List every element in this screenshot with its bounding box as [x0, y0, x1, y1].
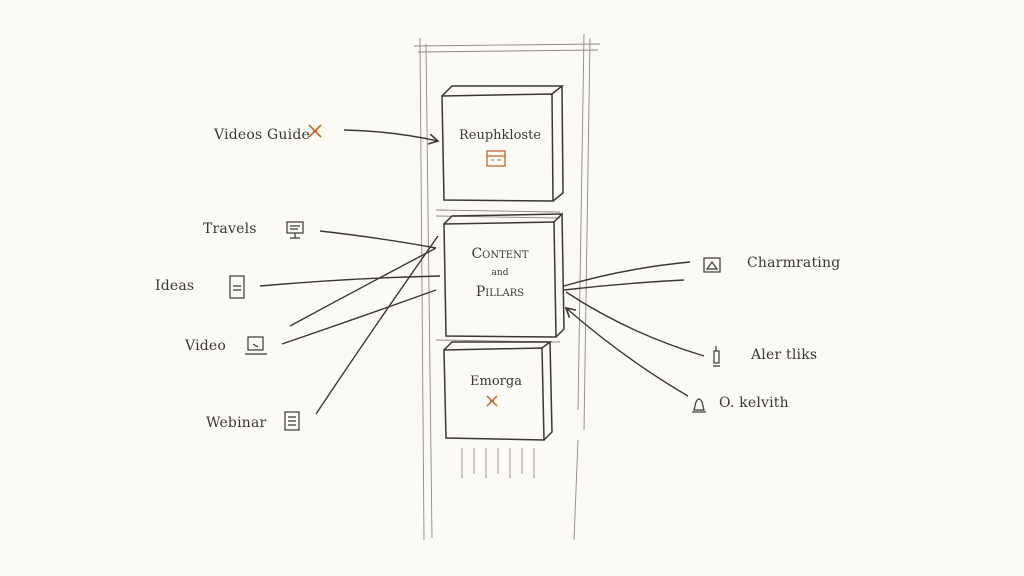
label-charmrating: Charmrating — [747, 255, 841, 271]
middle-box-line1: Content — [471, 246, 529, 262]
document-icon — [229, 275, 245, 299]
label-videos-guide: Videos Guide — [214, 127, 310, 143]
line-video-a — [289, 247, 437, 327]
lamp-icon — [692, 398, 706, 413]
bottom-box-butterfly-icon — [486, 395, 498, 407]
left-connectors — [259, 129, 441, 415]
label-o-kelvith: O. kelvith — [719, 395, 789, 411]
arrow-videos-guide — [343, 129, 440, 145]
picture-frame-icon — [703, 257, 721, 273]
right-connectors — [563, 261, 705, 397]
middle-box-connector: and — [491, 268, 509, 278]
line-webinar — [315, 235, 439, 415]
laptop-icon — [245, 336, 267, 355]
top-box-title: Reuphkloste — [459, 128, 541, 143]
middle-box-line2: Pillars — [475, 284, 525, 300]
line-travels — [319, 230, 437, 249]
label-video: Video — [185, 338, 227, 354]
middle-box — [443, 212, 565, 338]
top-box — [441, 85, 565, 202]
line-video-b — [281, 289, 437, 345]
label-travels: Travels — [203, 221, 257, 237]
label-ideas: Ideas — [155, 278, 195, 294]
label-aler-tliks: Aler tliks — [751, 347, 818, 363]
label-webinar: Webinar — [206, 415, 267, 431]
list-document-icon — [284, 411, 300, 431]
line-aler-tliks — [565, 291, 705, 357]
arrow-o-kelvith — [564, 306, 689, 397]
line-charmrating-b — [563, 279, 685, 291]
line-charmrating-a — [563, 261, 691, 287]
pin-icon — [713, 346, 720, 367]
bottom-box — [443, 341, 553, 441]
calendar-icon — [486, 150, 506, 167]
butterfly-icon — [308, 124, 322, 138]
column-frame — [413, 33, 601, 541]
bottom-box-title: Emorga — [470, 374, 522, 389]
line-ideas — [259, 275, 441, 287]
monitor-icon — [286, 221, 304, 239]
